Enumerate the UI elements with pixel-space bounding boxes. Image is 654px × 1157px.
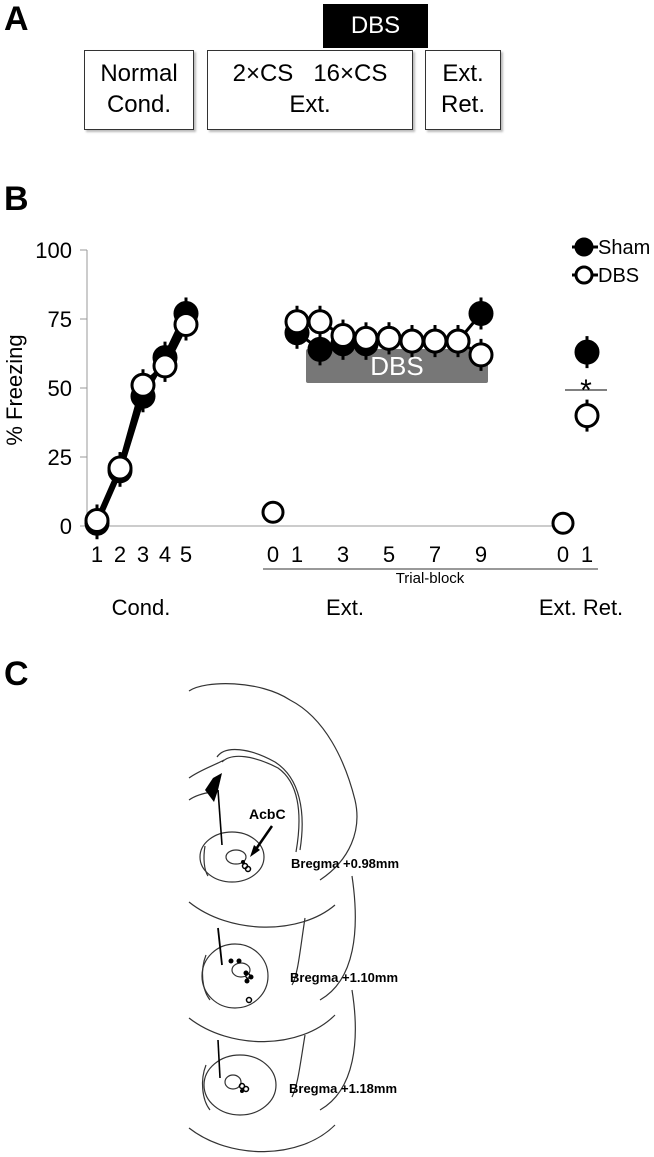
data-point-dbs (130, 372, 156, 398)
legend-marker-sham (574, 237, 594, 257)
panel-a-letter: A (4, 0, 29, 38)
data-point-dbs (173, 312, 199, 338)
x-tick-label: 1 (291, 542, 303, 567)
x-tick-label: 3 (337, 542, 349, 567)
x-tick-label: 1 (581, 542, 593, 567)
brain-atlas-diagram: AcbC Bregma +0.98mm Bregma +1.10mm Bregm… (188, 683, 399, 1153)
data-point-dbs (422, 328, 448, 354)
legend-marker-dbs (574, 265, 594, 285)
significance-asterisk: * (580, 374, 592, 407)
data-point-dbs (284, 309, 310, 335)
y-tick-label: 100 (35, 238, 72, 263)
x-tick-label: 7 (429, 542, 441, 567)
phase-label: Ext. (326, 595, 364, 620)
legend-label-dbs: DBS (598, 265, 639, 287)
y-tick-label: 50 (48, 376, 72, 401)
x-tick-label: 9 (475, 542, 487, 567)
box-line2: Ret. (440, 91, 485, 118)
box-line2: Ext. (289, 91, 331, 118)
data-point-dbs (307, 309, 333, 335)
y-tick-label: 0 (60, 514, 72, 539)
data-point-dbs (107, 455, 133, 481)
y-axis-label: % Freezing (2, 334, 27, 445)
protocol-box-conditioning: Normal Cond. (84, 50, 194, 130)
y-tick-label: 25 (48, 445, 72, 470)
section-label-2: Bregma +1.10mm (290, 970, 398, 985)
panel-b-letter: B (4, 180, 29, 218)
x-tick-label: 5 (383, 542, 395, 567)
x-axis-label: Trial-block (396, 570, 465, 587)
box-line2: Cond. (106, 91, 172, 118)
dbs-stimulation-bar (306, 349, 488, 383)
box-line1: Ext. (442, 60, 484, 87)
dbs-period-label: DBS (323, 4, 428, 48)
data-point-dbs (353, 325, 379, 351)
data-point-sham (468, 300, 494, 326)
dbs-bar-label: DBS (370, 351, 423, 381)
data-point-dbs (574, 403, 600, 429)
data-point-dbs (468, 342, 494, 368)
box-line1: 2×CS 16×CS (232, 60, 388, 87)
x-tick-label: 0 (557, 542, 569, 567)
data-point-dbs (261, 500, 285, 524)
y-tick-label: 75 (48, 307, 72, 332)
protocol-box-extinction-retrieval: Ext. Ret. (425, 50, 501, 130)
x-tick-label: 3 (137, 542, 149, 567)
data-point-sham (307, 336, 333, 362)
data-point-dbs (152, 353, 178, 379)
panel-c-letter: C (4, 655, 29, 693)
x-tick-label: 2 (114, 542, 126, 567)
phase-label: Cond. (112, 595, 171, 620)
x-tick-label: 1 (91, 542, 103, 567)
x-tick-label: 0 (267, 542, 279, 567)
phase-label: Ext. Ret. (539, 595, 623, 620)
x-tick-label: 4 (159, 542, 171, 567)
data-point-dbs (84, 507, 110, 533)
data-point-dbs (445, 328, 471, 354)
data-point-dbs (551, 511, 575, 535)
x-tick-label: 5 (180, 542, 192, 567)
legend-label-sham: Sham (598, 237, 650, 259)
data-point-dbs (399, 328, 425, 354)
protocol-box-extinction: 2×CS 16×CS Ext. (207, 50, 413, 130)
box-line1: Normal (100, 60, 178, 87)
data-point-dbs (376, 325, 402, 351)
section-label-3: Bregma +1.18mm (289, 1081, 397, 1096)
section-label-1: Bregma +0.98mm (291, 856, 399, 871)
acbc-label: AcbC (249, 806, 286, 822)
data-point-sham (574, 339, 600, 365)
data-point-dbs (330, 323, 356, 349)
